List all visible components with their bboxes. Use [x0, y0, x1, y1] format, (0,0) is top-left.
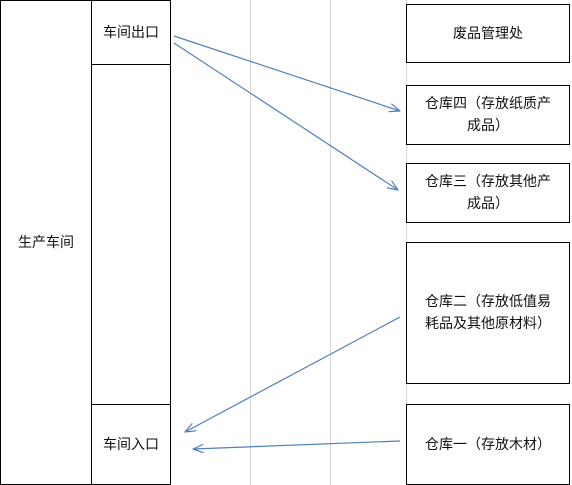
workshop-exit-box: 车间出口 — [91, 0, 171, 65]
warehouse-one-label: 仓库一（存放木材） — [425, 436, 551, 453]
arrow-warehouse-two-to-entrance — [184, 316, 401, 433]
warehouse-one-box: 仓库一（存放木材） — [406, 404, 570, 485]
gridline-vertical-2 — [250, 0, 251, 485]
production-workshop-label: 生产车间 — [18, 234, 74, 251]
workshop-entrance-box: 车间入口 — [91, 404, 171, 485]
warehouse-four-box: 仓库四（存放纸质产 成品） — [406, 85, 570, 145]
warehouse-two-label: 仓库二（存放低值易 耗品及其他原材料） — [425, 294, 551, 332]
arrow-warehouse-one-to-entrance — [192, 440, 401, 454]
warehouse-three-label: 仓库三（存放其他产 成品） — [425, 174, 551, 212]
waste-management-box: 废品管理处 — [406, 4, 570, 63]
arrow-exit-to-warehouse-four — [173, 35, 401, 113]
arrow-exit-to-warehouse-three — [173, 42, 399, 191]
workshop-exit-label: 车间出口 — [103, 24, 159, 41]
production-workshop-box: 生产车间 — [0, 0, 92, 485]
warehouse-three-box: 仓库三（存放其他产 成品） — [406, 163, 570, 223]
gridline-vertical-3 — [330, 0, 331, 485]
warehouse-two-box: 仓库二（存放低值易 耗品及其他原材料） — [406, 242, 570, 384]
waste-management-label: 废品管理处 — [453, 25, 523, 42]
workshop-entrance-label: 车间入口 — [103, 436, 159, 453]
warehouse-four-label: 仓库四（存放纸质产 成品） — [425, 96, 551, 134]
